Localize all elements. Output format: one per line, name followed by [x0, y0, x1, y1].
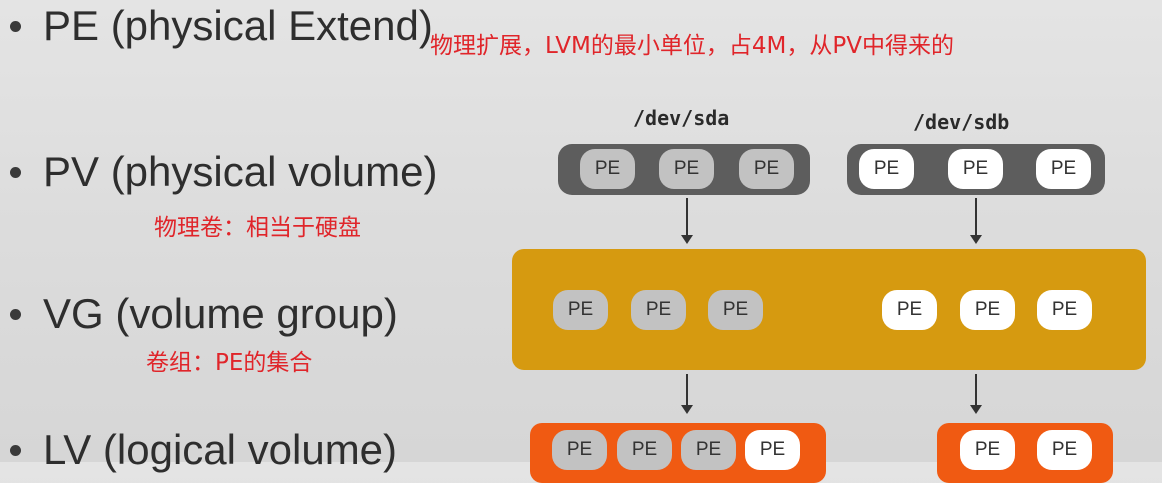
bullet-dot: [10, 20, 21, 32]
bullet-pe: PE (physical Extend): [10, 2, 433, 50]
note-pe: 物理扩展，LVM的最小单位，占4M，从PV中得来的: [430, 33, 954, 59]
arrow-down: [681, 198, 693, 244]
arrow-down: [681, 374, 693, 414]
bullet-lv-text: LV (logical volume): [43, 426, 398, 473]
arrow-down: [970, 198, 982, 244]
pe-block: PE: [882, 290, 937, 330]
pe-block: PE: [960, 430, 1015, 470]
pe-block: PE: [1037, 430, 1092, 470]
note-vg: 卷组：PE的集合: [146, 350, 313, 376]
pe-block: PE: [580, 149, 635, 189]
bullet-dot: [10, 166, 21, 178]
bullet-vg-text: VG (volume group): [43, 290, 398, 337]
note-pv: 物理卷：相当于硬盘: [154, 215, 361, 241]
arrow-down: [970, 374, 982, 414]
pe-block: PE: [1037, 290, 1092, 330]
pe-block: PE: [708, 290, 763, 330]
bullet-dot: [10, 308, 21, 320]
pe-block: PE: [960, 290, 1015, 330]
disk-label-sdb: /dev/sdb: [913, 110, 1010, 134]
disk-label-sda: /dev/sda: [633, 106, 730, 130]
pe-block: PE: [948, 149, 1003, 189]
bullet-dot: [10, 444, 21, 456]
pe-block: PE: [681, 430, 736, 470]
bullet-pv: PV (physical volume): [10, 148, 437, 196]
pe-block: PE: [553, 290, 608, 330]
bullet-pe-text: PE (physical Extend): [43, 2, 433, 49]
pe-block: PE: [745, 430, 800, 470]
pe-block: PE: [617, 430, 672, 470]
pe-block: PE: [631, 290, 686, 330]
pe-block: PE: [659, 149, 714, 189]
bullet-pv-text: PV (physical volume): [43, 148, 438, 195]
pe-block: PE: [859, 149, 914, 189]
bullet-lv: LV (logical volume): [10, 426, 397, 474]
bullet-vg: VG (volume group): [10, 290, 398, 338]
pe-block: PE: [739, 149, 794, 189]
pe-block: PE: [1036, 149, 1091, 189]
pe-block: PE: [552, 430, 607, 470]
